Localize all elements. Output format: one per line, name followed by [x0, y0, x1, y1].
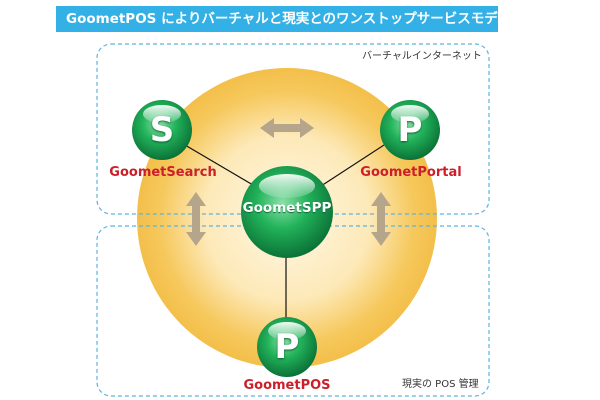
center-label: GoometSPP	[242, 200, 332, 216]
pos-label: GoometPOS	[243, 378, 331, 393]
diagram-title: GoometPOS によりバーチャルと現実とのワンストップサービスモデル	[56, 6, 498, 32]
arrow-search-pos	[186, 192, 206, 246]
arrow-search-portal	[260, 118, 314, 138]
node-portal[interactable]	[380, 100, 440, 160]
connector-search-center	[184, 144, 259, 189]
portal-letter: P	[397, 110, 423, 150]
arrow-portal-pos	[371, 192, 391, 246]
node-pos[interactable]	[257, 317, 317, 377]
real-region-label: 現実の POS 管理	[402, 379, 479, 390]
virtual-region-label: バーチャルインターネット	[362, 51, 482, 62]
connector-portal-center	[317, 144, 385, 189]
node-search[interactable]	[132, 100, 192, 160]
node-center[interactable]	[241, 166, 333, 258]
search-letter: S	[149, 110, 175, 150]
search-label: GoometSearch	[109, 165, 217, 180]
portal-label: GoometPortal	[360, 165, 462, 180]
pos-letter: P	[274, 327, 300, 367]
